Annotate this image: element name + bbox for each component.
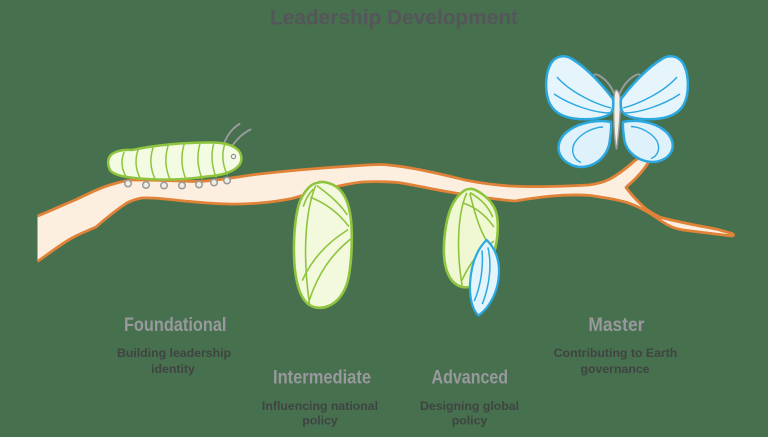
svg-text:governance: governance (580, 362, 649, 376)
svg-text:Contributing to Earth: Contributing to Earth (554, 346, 678, 360)
svg-text:policy: policy (302, 414, 338, 428)
svg-text:Intermediate: Intermediate (273, 366, 371, 388)
svg-text:Master: Master (588, 314, 644, 336)
svg-text:Advanced: Advanced (432, 366, 509, 388)
svg-text:Influencing national: Influencing national (262, 399, 378, 413)
svg-text:Leadership Development: Leadership Development (270, 7, 518, 30)
svg-text:Foundational: Foundational (124, 314, 227, 336)
svg-text:identity: identity (151, 362, 195, 376)
svg-text:policy: policy (452, 414, 488, 428)
svg-text:Designing global: Designing global (420, 399, 519, 413)
svg-text:Building leadership: Building leadership (117, 346, 231, 360)
